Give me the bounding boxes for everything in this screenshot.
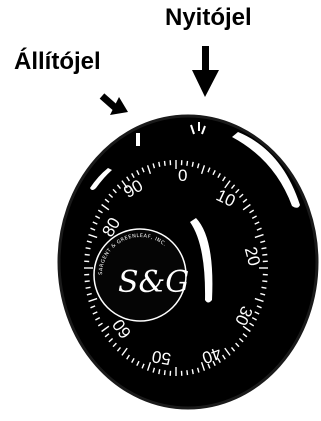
dial-tick [165, 370, 166, 375]
dial-tick [86, 287, 91, 288]
dial-tick [262, 287, 267, 288]
dial-tick [159, 369, 160, 374]
dial-tick [159, 162, 160, 167]
set-mark-arrow [102, 96, 128, 115]
dial-tick [192, 369, 193, 374]
brand-logo: S&G [118, 265, 189, 300]
dial-tick [187, 370, 188, 375]
dial-number-50: 50 [150, 347, 172, 369]
dial-tick [85, 255, 90, 256]
dial-tick [262, 248, 267, 249]
dial-tick [86, 248, 91, 249]
dial-tick [192, 162, 193, 167]
dial-tick [165, 161, 166, 166]
dial-tick [85, 281, 90, 282]
open-mark-arrow [192, 46, 219, 97]
dial-tick [262, 281, 267, 282]
dial-number-0: 0 [178, 166, 187, 185]
dial-tick [262, 255, 267, 256]
set-mark [136, 133, 140, 146]
